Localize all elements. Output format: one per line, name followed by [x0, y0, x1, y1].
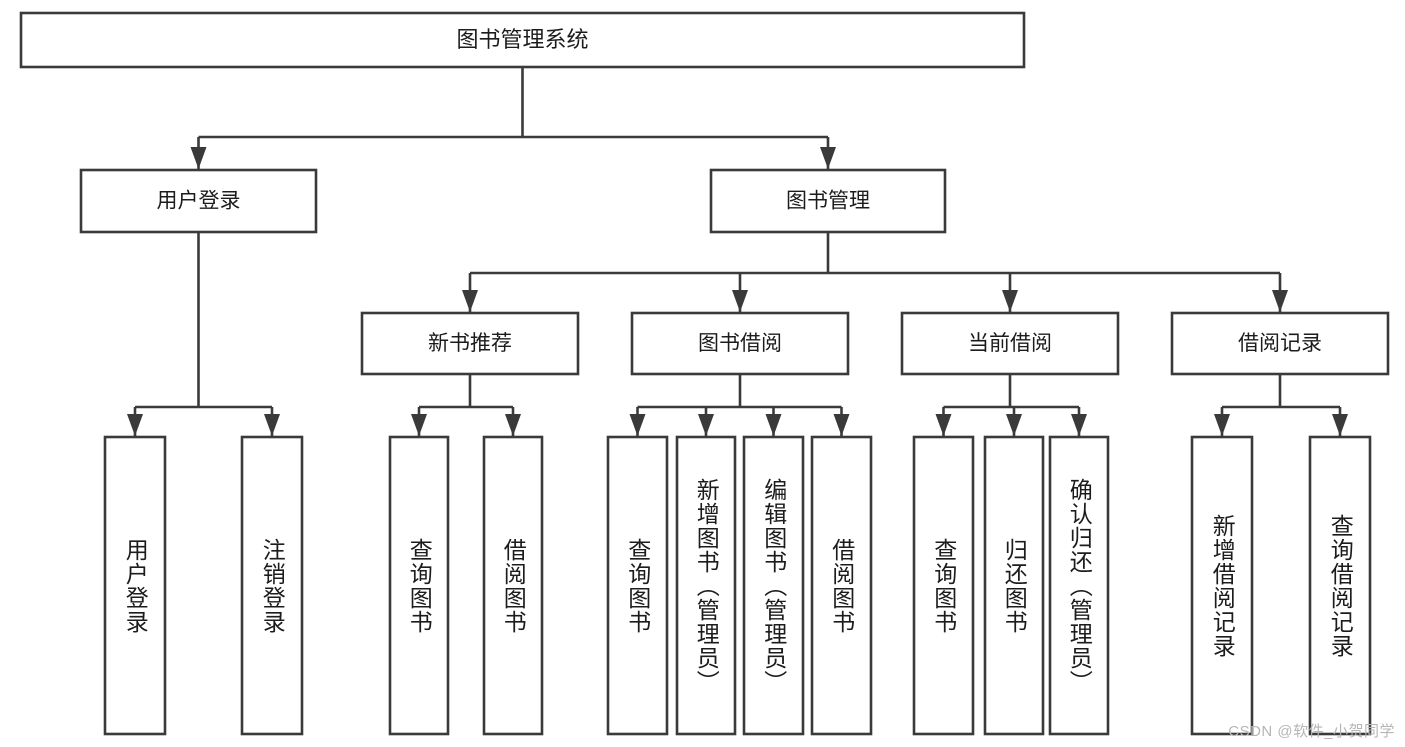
arrow-head-icon: [190, 147, 207, 169]
arrow-head-icon: [698, 414, 714, 436]
node-leaf-2[interactable]: [388, 435, 450, 736]
arrow-head-icon: [820, 147, 836, 169]
arrow-head-icon: [1214, 414, 1230, 436]
arrow-head-icon: [1272, 290, 1288, 312]
watermark-text: CSDN @软件_小贺同学: [1228, 723, 1395, 740]
arrow-head-icon: [833, 414, 850, 436]
node-level3-0[interactable]: 新书推荐: [360, 311, 580, 376]
node-root[interactable]: 图书管理系统: [19, 11, 1026, 69]
node-level3-2[interactable]: 当前借阅: [900, 311, 1120, 376]
arrow-head-icon: [765, 414, 782, 436]
node-level2-0[interactable]: 用户登录: [79, 168, 318, 234]
node-leaf-9[interactable]: [983, 435, 1045, 736]
node-leaf-6[interactable]: [742, 435, 805, 736]
connector-layer: [127, 67, 1348, 436]
arrow-head-icon: [1071, 414, 1087, 436]
node-level3-2-label: 当前借阅: [968, 332, 1052, 355]
node-leaf-8[interactable]: [912, 435, 975, 736]
arrow-head-icon: [1006, 414, 1022, 436]
node-leaf-5[interactable]: [675, 435, 737, 736]
arrow-head-icon: [629, 414, 646, 436]
node-level2-0-label: 用户登录: [157, 190, 241, 213]
arrow-head-icon: [732, 290, 748, 312]
node-leaf-7[interactable]: [810, 435, 873, 736]
node-level2-1-label: 图书管理: [786, 190, 870, 213]
arrow-head-icon: [1002, 290, 1018, 312]
node-level3-1[interactable]: 图书借阅: [630, 311, 850, 376]
node-leaf-4[interactable]: [606, 435, 669, 736]
node-level2-1[interactable]: 图书管理: [709, 168, 947, 234]
node-leaf-11[interactable]: [1190, 435, 1254, 736]
node-leaf-3[interactable]: [482, 435, 544, 736]
node-leaf-12[interactable]: [1308, 435, 1372, 736]
arrow-head-icon: [935, 414, 952, 436]
arrow-head-icon: [264, 414, 280, 436]
node-level3-3-label: 借阅记录: [1238, 332, 1322, 355]
node-level3-0-label: 新书推荐: [428, 332, 512, 355]
arrow-head-icon: [462, 290, 478, 312]
arrow-head-icon: [505, 414, 521, 436]
node-leaf-10[interactable]: [1048, 435, 1110, 736]
arrow-head-icon: [127, 414, 143, 436]
node-level3-1-label: 图书借阅: [698, 332, 782, 355]
node-leaf-0[interactable]: [103, 435, 167, 736]
arrow-head-icon: [1332, 414, 1348, 436]
arrow-head-icon: [411, 414, 427, 436]
node-level3-3[interactable]: 借阅记录: [1170, 311, 1390, 376]
node-leaf-1[interactable]: [240, 435, 304, 736]
node-root-label: 图书管理系统: [456, 27, 588, 52]
